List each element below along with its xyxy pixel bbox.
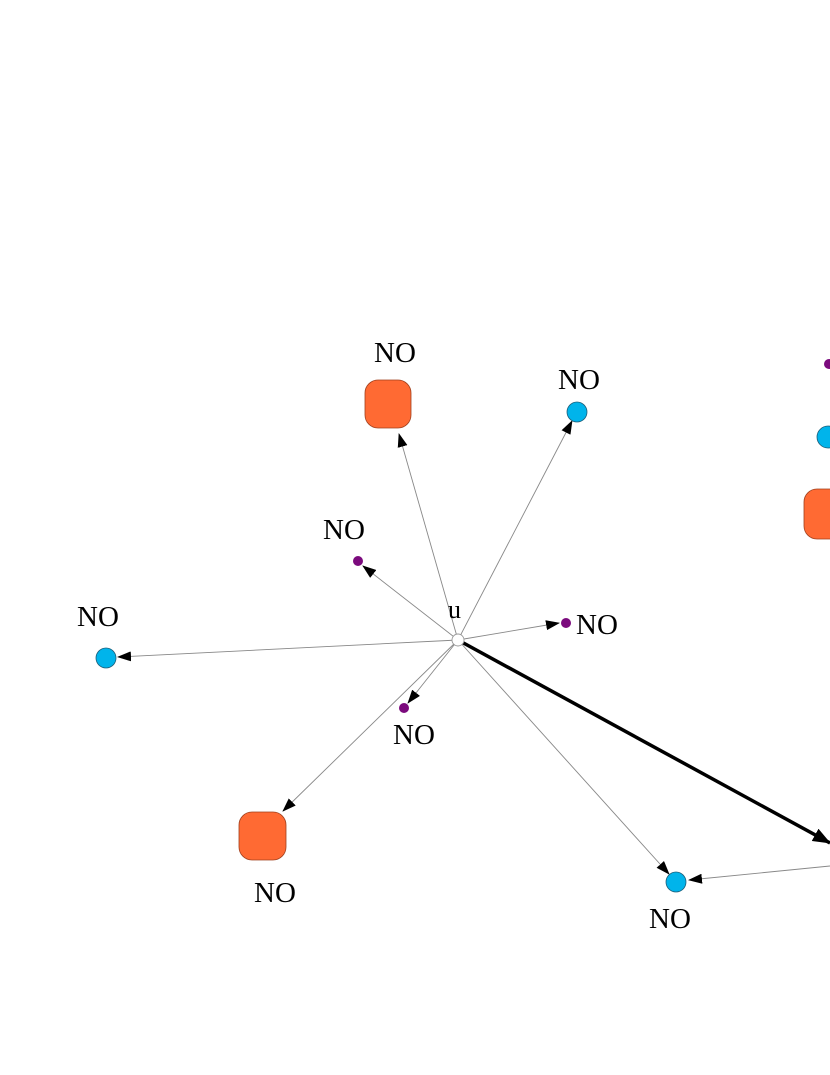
edge-u-to-cyan-top: [457, 420, 573, 641]
label-cyan-top: NO: [558, 364, 600, 396]
cyan-node-left[interactable]: [95, 647, 117, 669]
label-purple-upper-left: NO: [323, 514, 365, 546]
edge-u-to-orange-top: [397, 433, 459, 641]
edge-u-to-purple-lower: [407, 639, 459, 704]
edge-u-to-cyan-left: [117, 639, 459, 662]
labels: u NO NO NO NO NO NO NO NO: [77, 337, 691, 935]
purple-node-offscreen[interactable]: [824, 359, 830, 369]
label-orange-top: NO: [374, 337, 416, 369]
label-cyan-left: NO: [77, 601, 119, 633]
edge-offscreen-to-cyan-bottom: [688, 865, 830, 884]
edge-u-to-purple-right: [457, 620, 560, 641]
cyan-node-top[interactable]: [566, 401, 588, 423]
cyan-node-offscreen[interactable]: [816, 425, 830, 449]
center-node-u[interactable]: [451, 633, 465, 647]
edge-u-to-orange-bottom: [282, 639, 459, 812]
cyan-node-bottom[interactable]: [665, 871, 687, 893]
purple-node-upper-left[interactable]: [353, 556, 363, 566]
label-purple-right: NO: [576, 609, 618, 641]
purple-node-right[interactable]: [561, 618, 571, 628]
edge-u-to-purple-upper-left: [362, 565, 459, 641]
label-cyan-bottom: NO: [649, 903, 691, 935]
edges: [117, 420, 830, 884]
label-purple-lower: NO: [393, 719, 435, 751]
purple-node-lower[interactable]: [399, 703, 409, 713]
label-orange-bottom: NO: [254, 877, 296, 909]
nodes: [95, 359, 830, 893]
orange-node-top[interactable]: [364, 379, 412, 429]
orange-node-bottom[interactable]: [238, 811, 287, 861]
center-node-label: u: [448, 595, 461, 624]
edge-u-to-offscreen-thick: [457, 638, 830, 845]
edge-u-to-cyan-bottom: [457, 639, 670, 875]
orange-node-offscreen[interactable]: [803, 488, 830, 540]
